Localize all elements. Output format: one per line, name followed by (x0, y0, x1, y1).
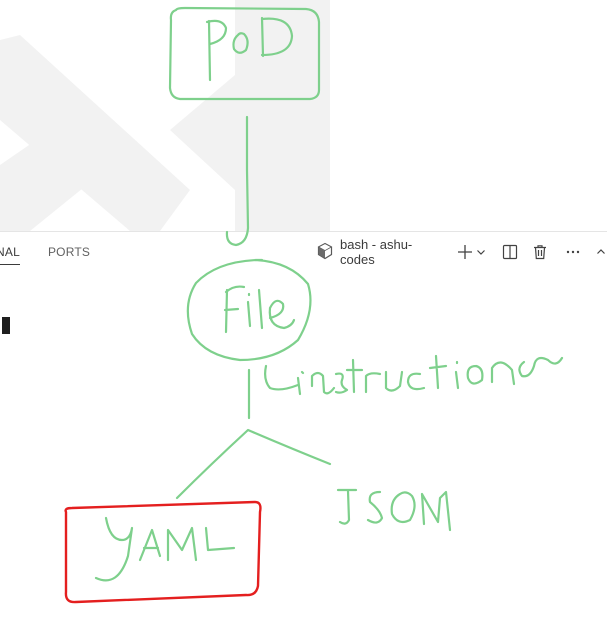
split-terminal-button[interactable] (500, 241, 520, 263)
kill-terminal-button[interactable] (530, 241, 550, 263)
more-actions-button[interactable] (564, 241, 584, 263)
chevron-up-icon (597, 249, 606, 254)
launch-profile-dropdown[interactable] (474, 241, 488, 263)
vscode-watermark-logo (0, 0, 330, 231)
more-icon (567, 250, 580, 254)
terminal-toolbar: bash - ashu-codes (316, 232, 607, 272)
terminal-icon (316, 242, 340, 263)
chevron-down-icon (477, 250, 486, 255)
terminal-cursor (2, 317, 10, 334)
terminal-panel: NAL PORTS bash - ashu-codes (0, 232, 607, 622)
terminal-selector[interactable]: bash - ashu-codes (316, 237, 445, 267)
trash-icon (533, 245, 546, 260)
terminal-name: bash - ashu-codes (340, 237, 413, 267)
tab-ports[interactable]: PORTS (47, 245, 91, 259)
maximize-panel-button[interactable] (595, 241, 607, 263)
split-icon (502, 244, 518, 260)
tab-terminal[interactable]: NAL (0, 232, 20, 272)
panel-tabs: NAL PORTS (0, 232, 118, 272)
editor-area (0, 0, 607, 231)
panel-divider (0, 231, 607, 232)
plus-icon (457, 245, 472, 259)
new-terminal-button[interactable] (455, 241, 475, 263)
